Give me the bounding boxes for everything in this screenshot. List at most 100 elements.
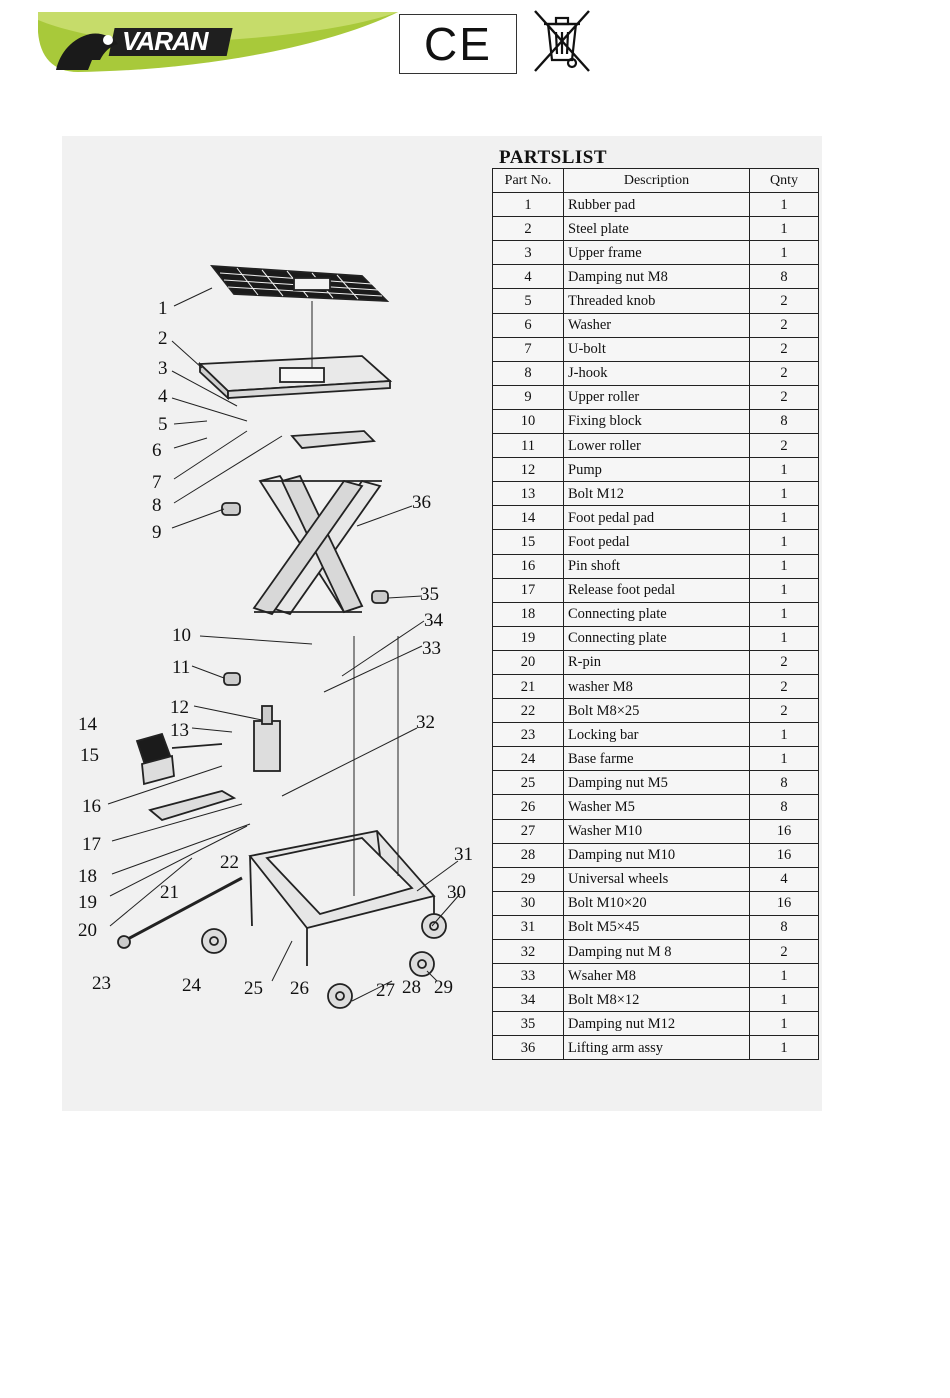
part-no-cell: 19 xyxy=(492,625,564,651)
part-no-cell: 24 xyxy=(492,746,564,772)
callout-29: 29 xyxy=(434,977,453,998)
qnty-cell: 1 xyxy=(749,963,819,989)
description-cell: Lower roller xyxy=(563,433,750,459)
callout-9: 9 xyxy=(152,522,162,543)
qnty-cell: 8 xyxy=(749,264,819,290)
description-cell: Steel plate xyxy=(563,216,750,242)
description-cell: Wsaher M8 xyxy=(563,963,750,989)
description-cell: J-hook xyxy=(563,360,750,386)
part-no-cell: 11 xyxy=(492,433,564,459)
description-cell: Bolt M10×20 xyxy=(563,890,750,916)
callout-34: 34 xyxy=(424,610,444,631)
qnty-cell: 8 xyxy=(749,794,819,820)
part-no-cell: 20 xyxy=(492,649,564,675)
callout-8: 8 xyxy=(152,495,162,516)
qnty-cell: 1 xyxy=(749,216,819,242)
callout-26: 26 xyxy=(290,978,309,999)
description-cell: U-bolt xyxy=(563,336,750,362)
qnty-cell: 8 xyxy=(749,408,819,435)
description-cell: Pin shoft xyxy=(563,553,750,579)
qnty-cell: 2 xyxy=(749,360,819,386)
part-no-cell: 6 xyxy=(492,312,564,338)
qnty-cell: 1 xyxy=(749,577,819,603)
qnty-cell: 1 xyxy=(749,240,819,266)
part-no-cell: 9 xyxy=(492,384,564,410)
part-no-cell: 26 xyxy=(492,794,564,820)
col-header-part-no: Part No. xyxy=(492,167,564,194)
description-cell: Universal wheels xyxy=(563,866,750,892)
part-no-cell: 18 xyxy=(492,601,564,627)
part-no-cell: 7 xyxy=(492,336,564,362)
part-no-cell: 25 xyxy=(492,770,564,796)
qnty-cell: 16 xyxy=(749,842,819,868)
part-no-cell: 27 xyxy=(492,818,564,844)
callout-4: 4 xyxy=(158,386,168,407)
callout-36: 36 xyxy=(412,492,431,513)
callout-24: 24 xyxy=(182,975,202,996)
qnty-cell: 1 xyxy=(749,529,819,555)
qnty-cell: 1 xyxy=(749,481,819,507)
diagram-drawing xyxy=(117,264,447,1009)
qnty-cell: 2 xyxy=(749,698,819,724)
callout-20: 20 xyxy=(78,920,97,941)
callout-21: 21 xyxy=(160,882,179,903)
description-cell: Damping nut M8 xyxy=(563,264,750,290)
qnty-cell: 2 xyxy=(749,384,819,410)
callout-33: 33 xyxy=(422,638,441,659)
qnty-cell: 1 xyxy=(749,505,819,531)
part-no-cell: 2 xyxy=(492,216,564,242)
qnty-cell: 2 xyxy=(749,938,819,965)
description-cell: Damping nut M10 xyxy=(563,842,750,868)
callout-25: 25 xyxy=(244,978,263,999)
callout-19: 19 xyxy=(78,892,97,913)
callout-31: 31 xyxy=(454,844,473,865)
callout-27: 27 xyxy=(376,980,395,1001)
description-cell: Bolt M8×12 xyxy=(563,987,750,1013)
part-no-cell: 8 xyxy=(492,360,564,386)
callout-numbers: 1 2 3 4 5 6 7 8 9 10 11 12 13 14 15 16 1… xyxy=(78,298,473,1001)
description-cell: Bolt M12 xyxy=(563,481,750,507)
part-no-cell: 35 xyxy=(492,1011,564,1037)
description-cell: Bolt M8×25 xyxy=(563,698,750,724)
brand-name: VARAN xyxy=(122,26,209,56)
col-header-description: Description xyxy=(563,167,750,194)
qnty-cell: 1 xyxy=(749,457,819,483)
part-no-cell: 14 xyxy=(492,505,564,531)
description-cell: Upper frame xyxy=(563,240,750,266)
part-no-cell: 30 xyxy=(492,890,564,916)
qnty-cell: 1 xyxy=(749,1011,819,1037)
qnty-cell: 2 xyxy=(749,336,819,362)
callout-5: 5 xyxy=(158,414,168,435)
col-header-qnty: Qnty xyxy=(749,167,819,194)
part-no-cell: 22 xyxy=(492,698,564,724)
description-cell: Upper roller xyxy=(563,384,750,410)
description-cell: Release foot pedal xyxy=(563,577,750,603)
qnty-cell: 1 xyxy=(749,1035,819,1061)
callout-11: 11 xyxy=(172,657,190,678)
qnty-cell: 1 xyxy=(749,601,819,627)
description-cell: Connecting plate xyxy=(563,601,750,627)
description-cell: washer M8 xyxy=(563,673,750,700)
qnty-cell: 1 xyxy=(749,987,819,1013)
part-no-cell: 4 xyxy=(492,264,564,290)
description-cell: R-pin xyxy=(563,649,750,675)
callout-6: 6 xyxy=(152,440,162,461)
